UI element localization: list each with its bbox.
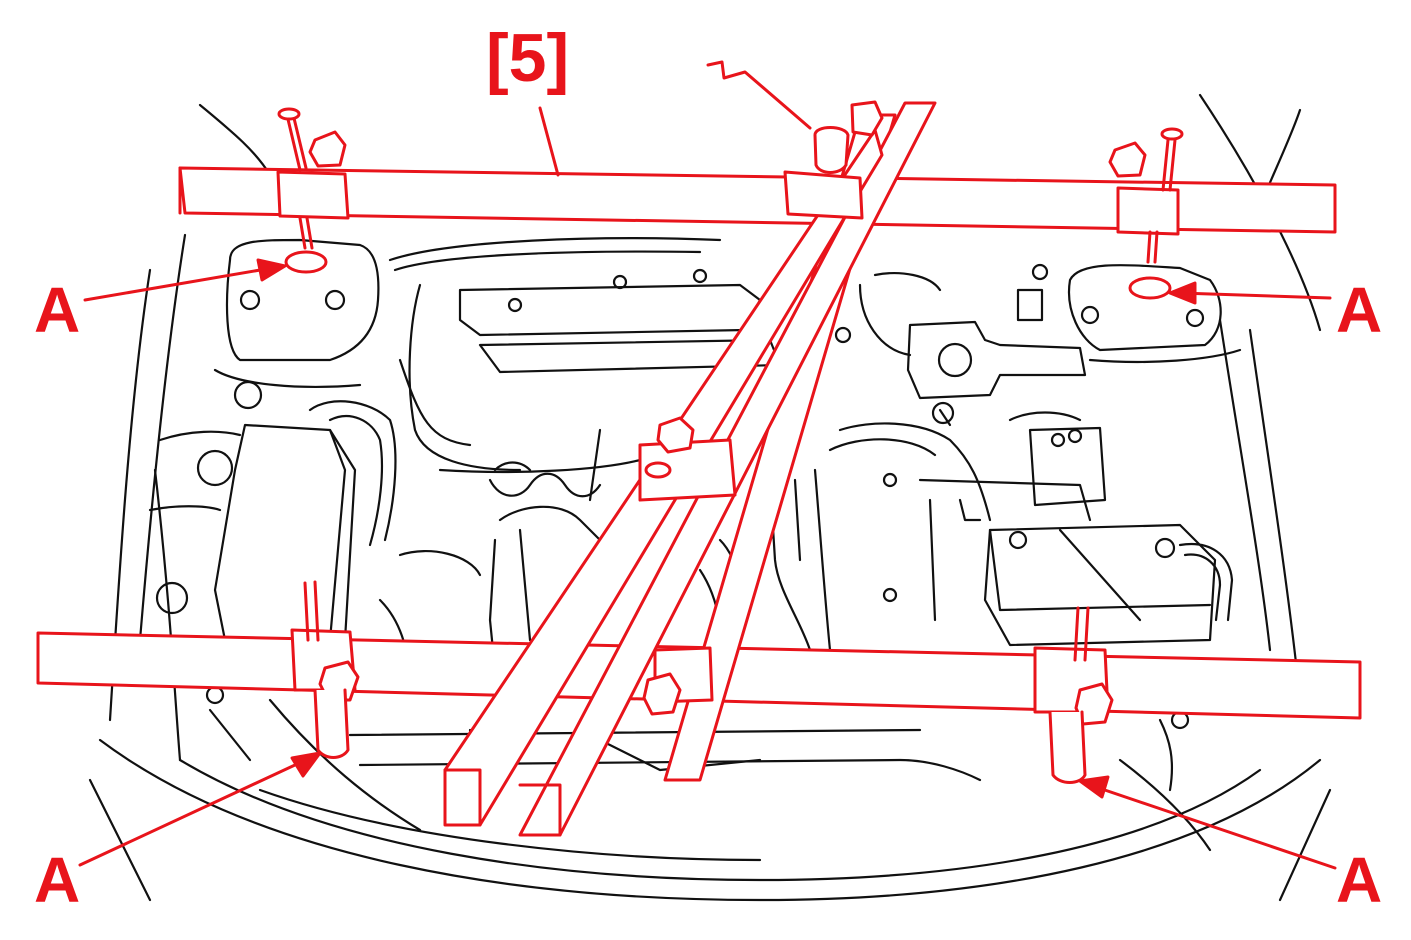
tool-reference-label: [5] — [486, 20, 570, 96]
mount-label-rear-left: A — [34, 844, 81, 916]
mount-label-rear-right: A — [1336, 844, 1383, 916]
mount-label-front-right: A — [1336, 274, 1383, 346]
mount-label-front-left: A — [34, 274, 81, 346]
